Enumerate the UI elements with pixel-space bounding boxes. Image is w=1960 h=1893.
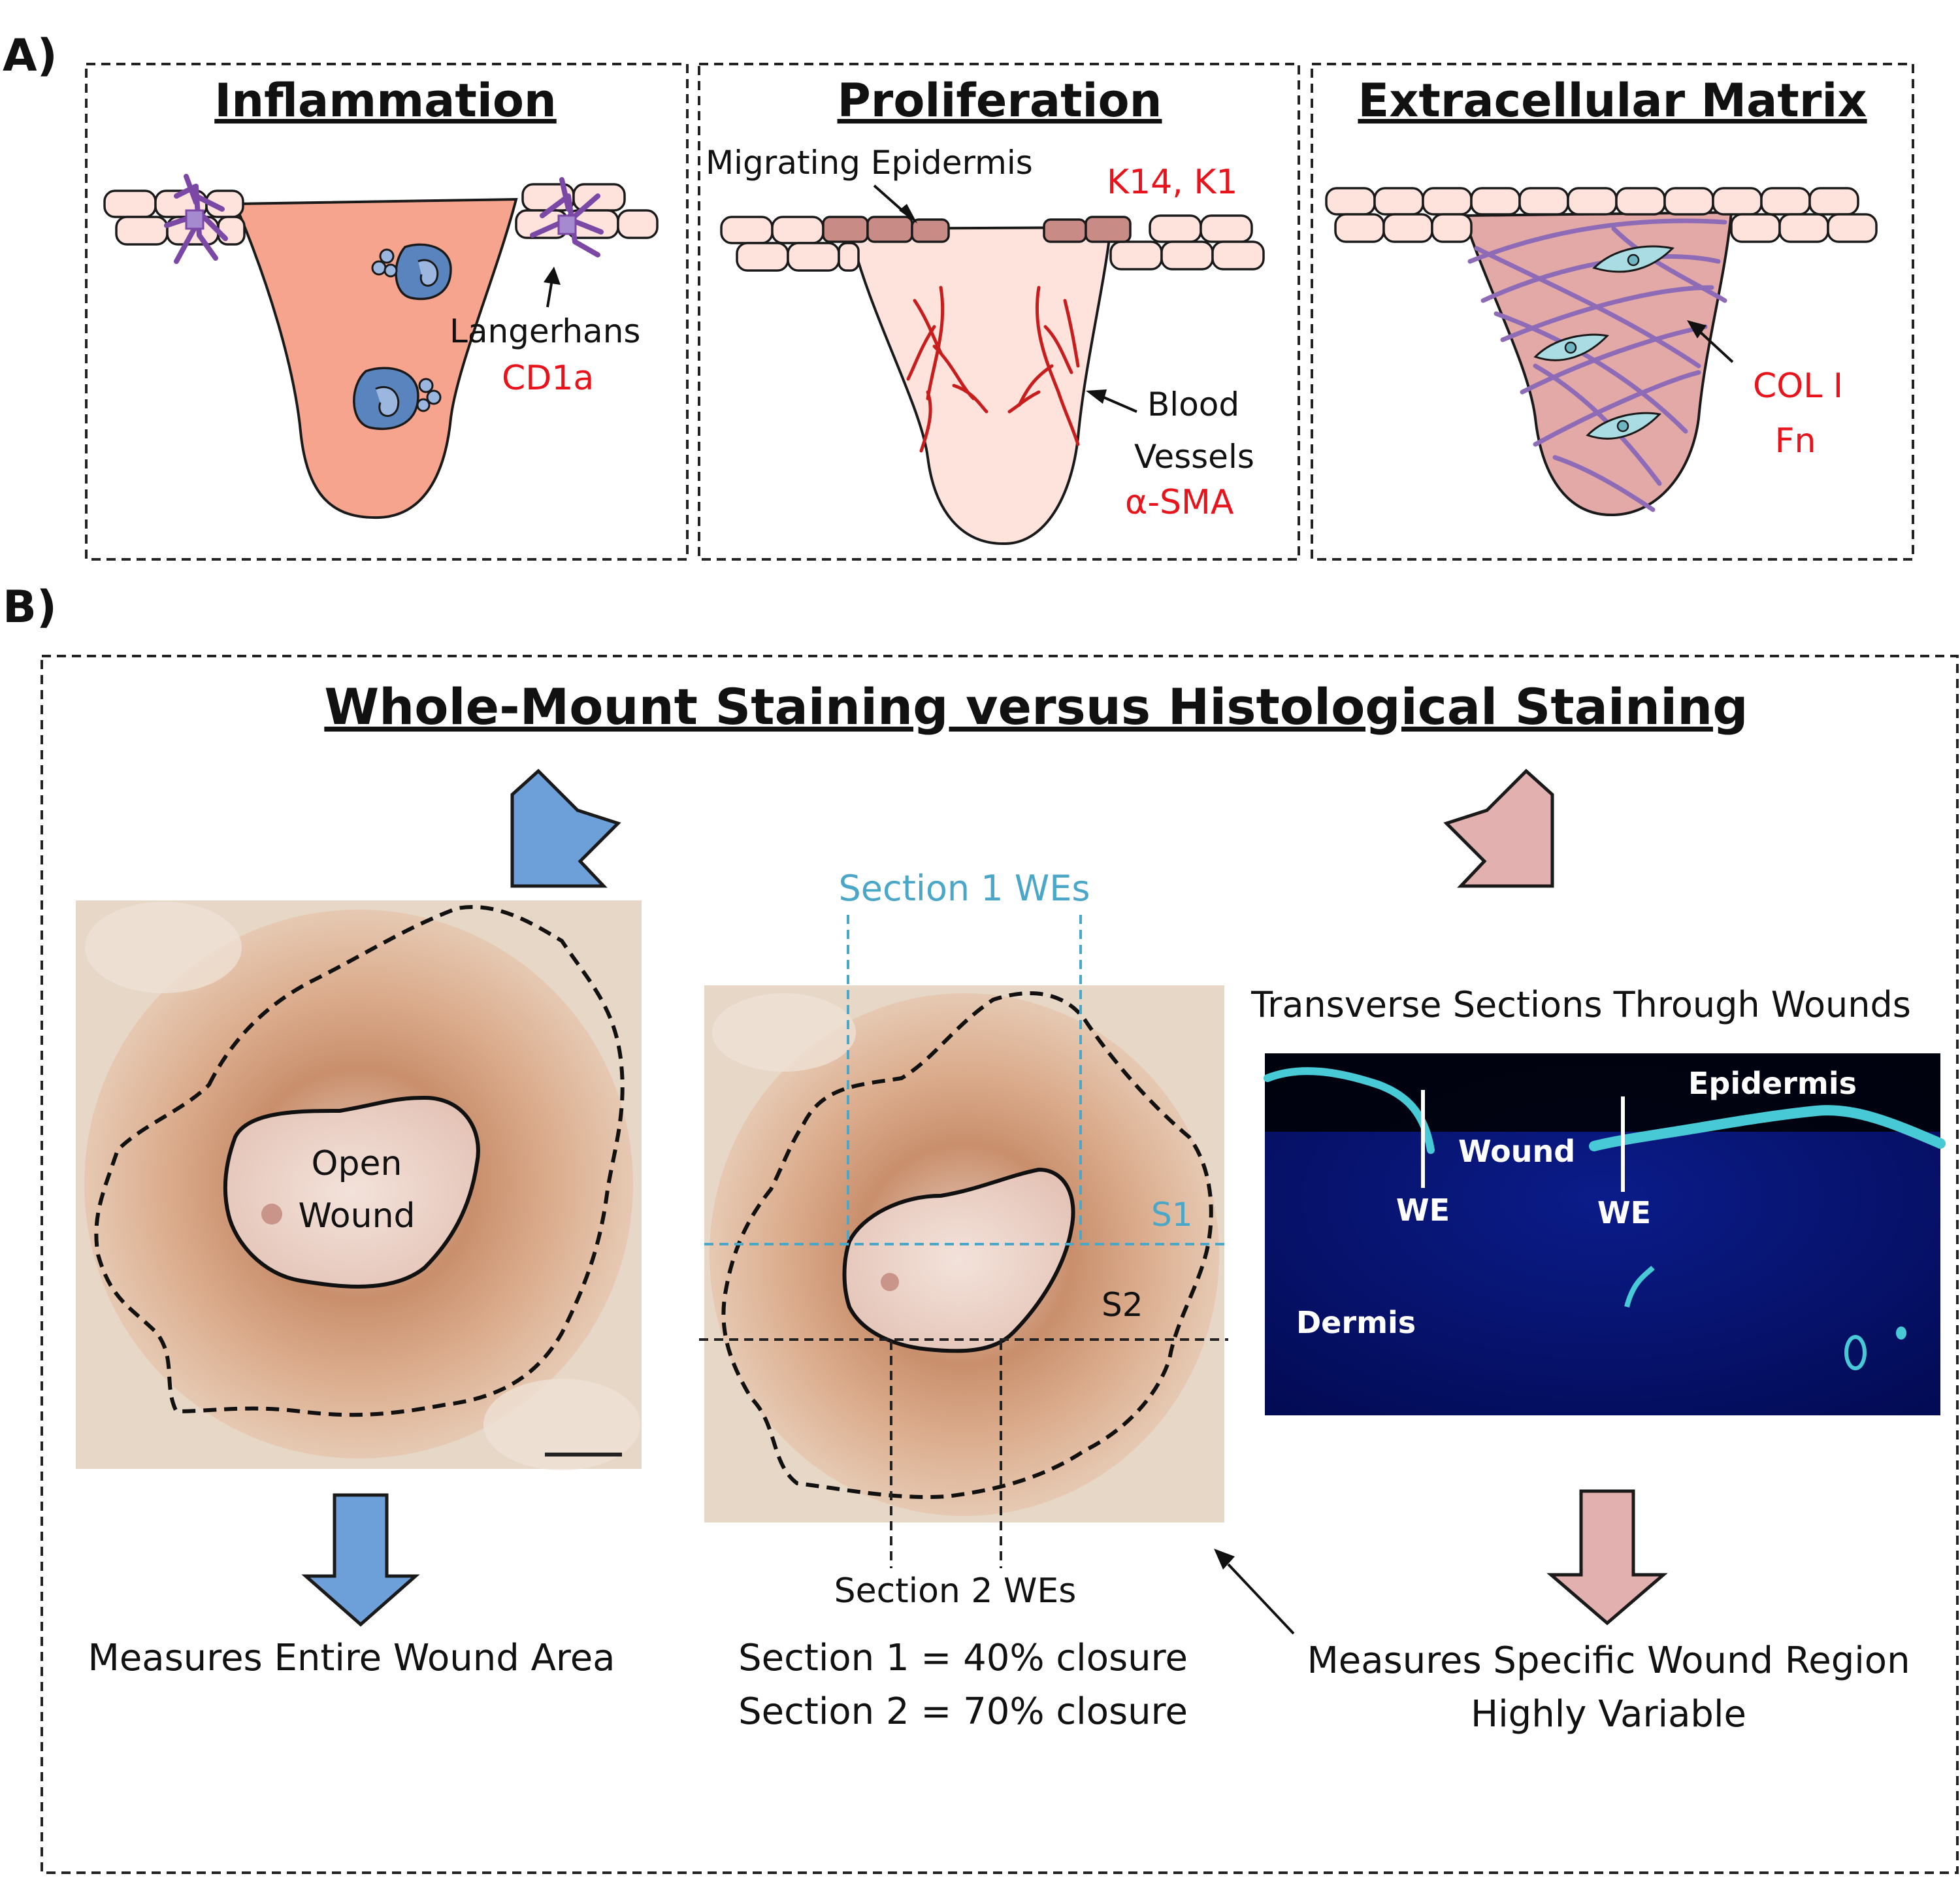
left-result-label: Measures Entire Wound Area — [88, 1637, 615, 1679]
inflammation-panel: Inflammation — [103, 74, 659, 519]
left-result-arrow-icon — [301, 1493, 420, 1627]
langerhans-pointer-arrowhead-icon — [544, 267, 561, 285]
open-wound-label-line2: Wound — [298, 1196, 415, 1236]
ecm-panel: Extracellular Matrix — [1325, 74, 1878, 517]
open-wound-label-line1: Open — [312, 1144, 402, 1183]
migrating-epidermis-label: Migrating Epidermis — [706, 144, 1033, 182]
section1-label: Section 1 WEs — [839, 868, 1090, 909]
migrating-epidermis-right — [1043, 216, 1132, 243]
blood-vessels-icon — [906, 286, 1080, 453]
immune-cell-lower-icon — [353, 367, 442, 431]
ecm-pointer-icon — [1697, 329, 1734, 363]
panel-b-title: Whole-Mount Staining versus Histological… — [324, 678, 1748, 736]
right-result-line2: Highly Variable — [1471, 1693, 1746, 1736]
ecm-epidermis — [1325, 187, 1878, 243]
fibroblast-middle-icon — [1533, 333, 1609, 361]
right-down-arrow-icon — [1443, 768, 1554, 888]
panel-b-box — [41, 655, 1959, 1874]
pointer-arrowhead-icon — [1214, 1549, 1235, 1570]
inflammation-title: Inflammation — [214, 74, 557, 127]
histology-image — [1264, 1053, 1946, 1415]
transverse-title: Transverse Sections Through Wounds — [1250, 984, 1911, 1025]
proliferation-box — [698, 63, 1300, 561]
left-down-arrow-icon — [510, 768, 621, 888]
closure-line2: Section 2 = 70% closure — [738, 1690, 1188, 1733]
blood-label: Blood — [1147, 386, 1239, 423]
dermis-label: Dermis — [1296, 1305, 1416, 1340]
s1-label: S1 — [1151, 1196, 1193, 1234]
pointer-to-center-photo-icon — [1227, 1563, 1295, 1635]
langerhans-cell-right-body — [557, 214, 577, 235]
immune-cell-upper-icon — [371, 243, 452, 301]
ecm-box — [1311, 63, 1914, 561]
proliferation-epidermis-left — [720, 216, 860, 272]
wound-label: Wound — [1458, 1134, 1575, 1169]
ecm-title: Extracellular Matrix — [1358, 74, 1867, 127]
closure-line1: Section 1 = 40% closure — [738, 1637, 1188, 1679]
we-right-label: WE — [1597, 1195, 1651, 1230]
blood-vessels-arrowhead-icon — [1086, 389, 1107, 404]
panel-b-letter: B) — [3, 582, 57, 633]
ecm-arrowhead-icon — [1687, 320, 1707, 338]
right-result-line1: Measures Specific Wound Region — [1307, 1639, 1910, 1682]
asma-marker: α-SMA — [1125, 483, 1234, 522]
section2-label: Section 2 WEs — [834, 1572, 1077, 1611]
fn-marker: Fn — [1775, 421, 1816, 461]
k14-k1-marker: K14, K1 — [1107, 163, 1238, 202]
inflammation-box — [85, 63, 689, 561]
right-result-arrow-icon — [1546, 1489, 1668, 1626]
proliferation-panel: Proliferation Migrating Epiderm — [706, 74, 1265, 546]
we-left-label: WE — [1396, 1193, 1450, 1228]
panel-a-letter: A) — [3, 30, 57, 82]
wound-edge-outline-left — [94, 905, 625, 1417]
epidermis-label: Epidermis — [1688, 1066, 1857, 1101]
cd1a-marker: CD1a — [502, 359, 594, 398]
whole-mount-photo-center — [704, 985, 1224, 1523]
epidermis-left-signal — [1264, 1067, 1435, 1154]
inflammation-epidermis-right — [515, 183, 659, 239]
migrating-epidermis-arrowhead-icon — [899, 204, 917, 223]
s2-label: S2 — [1102, 1286, 1143, 1324]
vessels-label: Vessels — [1134, 438, 1254, 476]
migrating-epidermis-left — [822, 216, 950, 243]
proliferation-wound-bed — [847, 225, 1113, 546]
proliferation-title: Proliferation — [838, 74, 1162, 127]
open-wound-outline-left — [223, 1095, 480, 1289]
col1-marker: COL I — [1753, 367, 1843, 406]
wound-edge-outline-center — [721, 991, 1213, 1499]
inflammation-epidermis-left — [103, 189, 246, 246]
proliferation-epidermis-right — [1109, 214, 1265, 271]
inflammation-wound-bed — [233, 197, 518, 519]
langerhans-cell-left-body — [185, 209, 204, 230]
whole-mount-photo-left — [76, 900, 642, 1470]
open-wound-outline-center — [842, 1167, 1075, 1353]
langerhans-label: Langerhans — [449, 312, 640, 350]
epidermis-right-signal — [1589, 1105, 1946, 1151]
fibroblast-top-icon — [1592, 245, 1675, 273]
fibroblast-bottom-icon — [1586, 412, 1661, 440]
